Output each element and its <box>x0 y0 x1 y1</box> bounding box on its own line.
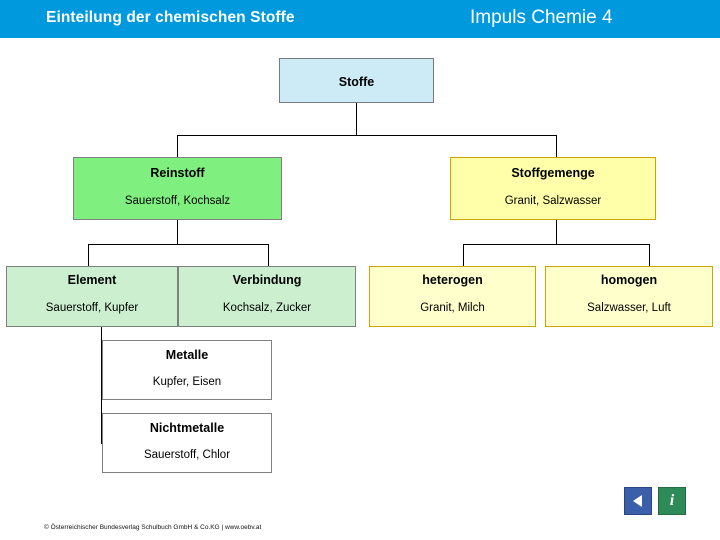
node-reinstoff-examples: Sauerstoff, Kochsalz <box>124 195 231 207</box>
node-heterogen-title: heterogen <box>422 273 483 287</box>
copyright-notice: © Österreichischer Bundesverlag Schulbuc… <box>44 524 262 531</box>
edge-to-verbindung <box>268 244 269 266</box>
edge-stoffgemenge-down <box>556 220 557 244</box>
node-element-title: Element <box>67 273 117 287</box>
node-metalle[interactable]: Metalle Kupfer, Eisen <box>102 340 272 400</box>
node-reinstoff-title: Reinstoff <box>150 166 205 180</box>
app-header: Einteilung der chemischen Stoffe Impuls … <box>0 0 720 38</box>
edge-stoffgemenge-horizontal <box>463 244 649 245</box>
node-heterogen[interactable]: heterogen Granit, Milch <box>369 266 536 327</box>
edge-reinstoff-down <box>177 220 178 244</box>
node-metalle-examples: Kupfer, Eisen <box>152 376 222 388</box>
edge-element-down <box>101 327 102 443</box>
node-stoffe-title: Stoffe <box>338 75 375 89</box>
arrow-left-icon <box>633 495 642 507</box>
node-homogen-examples: Salzwasser, Luft <box>587 302 671 314</box>
edge-to-homogen <box>649 244 650 266</box>
node-reinstoff[interactable]: Reinstoff Sauerstoff, Kochsalz <box>73 157 282 220</box>
node-homogen[interactable]: homogen Salzwasser, Luft <box>545 266 713 327</box>
node-element[interactable]: Element Sauerstoff, Kupfer <box>6 266 178 327</box>
node-homogen-title: homogen <box>600 273 658 287</box>
node-verbindung[interactable]: Verbindung Kochsalz, Zucker <box>178 266 356 327</box>
node-stoffgemenge-title: Stoffgemenge <box>511 166 595 180</box>
edge-reinstoff-horizontal <box>88 244 268 245</box>
info-button[interactable]: i <box>658 487 686 515</box>
brand-title: Impuls Chemie 4 <box>470 7 613 28</box>
node-element-examples: Sauerstoff, Kupfer <box>45 302 139 314</box>
node-verbindung-title: Verbindung <box>232 273 302 287</box>
edge-to-element <box>88 244 89 266</box>
page-title: Einteilung der chemischen Stoffe <box>46 9 295 26</box>
node-stoffe[interactable]: Stoffe <box>279 58 434 103</box>
edge-to-stoffgemenge <box>556 135 557 157</box>
node-nichtmetalle-title: Nichtmetalle <box>149 421 225 435</box>
node-stoffgemenge[interactable]: Stoffgemenge Granit, Salzwasser <box>450 157 656 220</box>
node-nichtmetalle[interactable]: Nichtmetalle Sauerstoff, Chlor <box>102 413 272 473</box>
node-verbindung-examples: Kochsalz, Zucker <box>222 302 312 314</box>
edge-to-reinstoff <box>177 135 178 157</box>
back-button[interactable] <box>624 487 652 515</box>
edge-to-heterogen <box>463 244 464 266</box>
node-stoffgemenge-examples: Granit, Salzwasser <box>504 195 602 207</box>
edge-stoffe-horizontal <box>177 135 556 136</box>
node-metalle-title: Metalle <box>165 348 209 362</box>
node-heterogen-examples: Granit, Milch <box>420 302 485 314</box>
node-nichtmetalle-examples: Sauerstoff, Chlor <box>143 449 231 461</box>
edge-stoffe-down <box>356 103 357 135</box>
